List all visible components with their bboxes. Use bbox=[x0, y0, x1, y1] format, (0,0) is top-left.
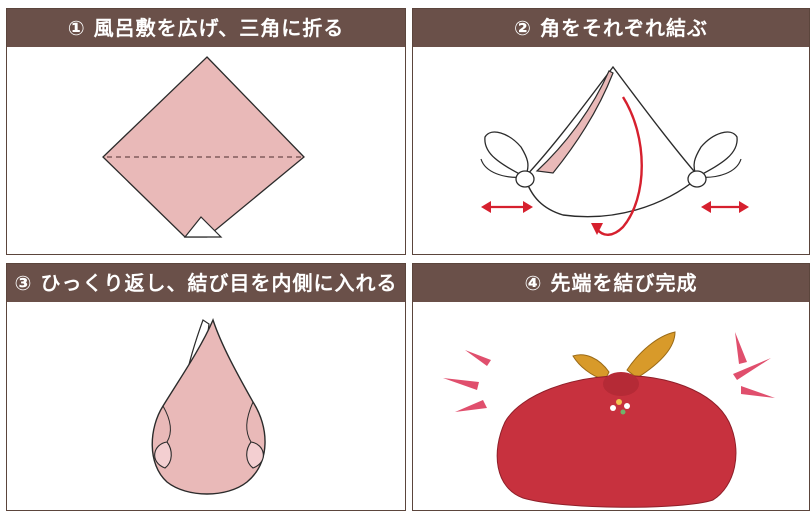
step-1-panel: ① 風呂敷を広げ、三角に折る bbox=[6, 8, 406, 255]
left-tucked-knot bbox=[154, 441, 172, 469]
step-3-panel: ③ ひっくり返し、結び目を内側に入れる bbox=[6, 263, 406, 511]
front-corner-tip bbox=[183, 216, 223, 238]
step-1-title: ① 風呂敷を広げ、三角に折る bbox=[7, 9, 405, 47]
right-pull-arrow bbox=[701, 201, 749, 213]
step-2-illustration bbox=[480, 65, 749, 236]
step-4-title: ④ 先端を結び完成 bbox=[413, 264, 809, 302]
left-pull-arrow bbox=[481, 201, 533, 213]
top-knot bbox=[603, 372, 639, 396]
step-1-illustration bbox=[102, 56, 305, 238]
inner-pink-flap bbox=[535, 70, 614, 174]
wrapped-cloth-body bbox=[524, 65, 700, 218]
turn-arrow bbox=[596, 96, 643, 236]
finished-furoshiki-bag bbox=[496, 375, 737, 508]
left-sparkle-lines bbox=[443, 350, 491, 412]
left-knot bbox=[515, 170, 535, 188]
right-knot-ear bbox=[693, 131, 738, 178]
step-2-title: ② 角をそれぞれ結ぶ bbox=[413, 9, 809, 47]
left-knot-ear bbox=[484, 131, 529, 178]
right-knot-ear bbox=[626, 331, 676, 379]
right-sparkle-lines bbox=[733, 332, 775, 398]
folded-triangle-cloth bbox=[102, 56, 305, 238]
step-4-panel: ④ 先端を結び完成 bbox=[412, 263, 810, 511]
step-3-illustration bbox=[151, 318, 266, 495]
step-3-title: ③ ひっくり返し、結び目を内側に入れる bbox=[7, 264, 405, 302]
step-4-illustration bbox=[443, 331, 775, 508]
right-knot bbox=[687, 170, 707, 188]
right-tucked-knot bbox=[246, 441, 264, 469]
flower-embroidery bbox=[610, 399, 630, 415]
turned-over-cloth bbox=[151, 318, 266, 495]
step-2-panel: ② 角をそれぞれ結ぶ bbox=[412, 8, 810, 255]
